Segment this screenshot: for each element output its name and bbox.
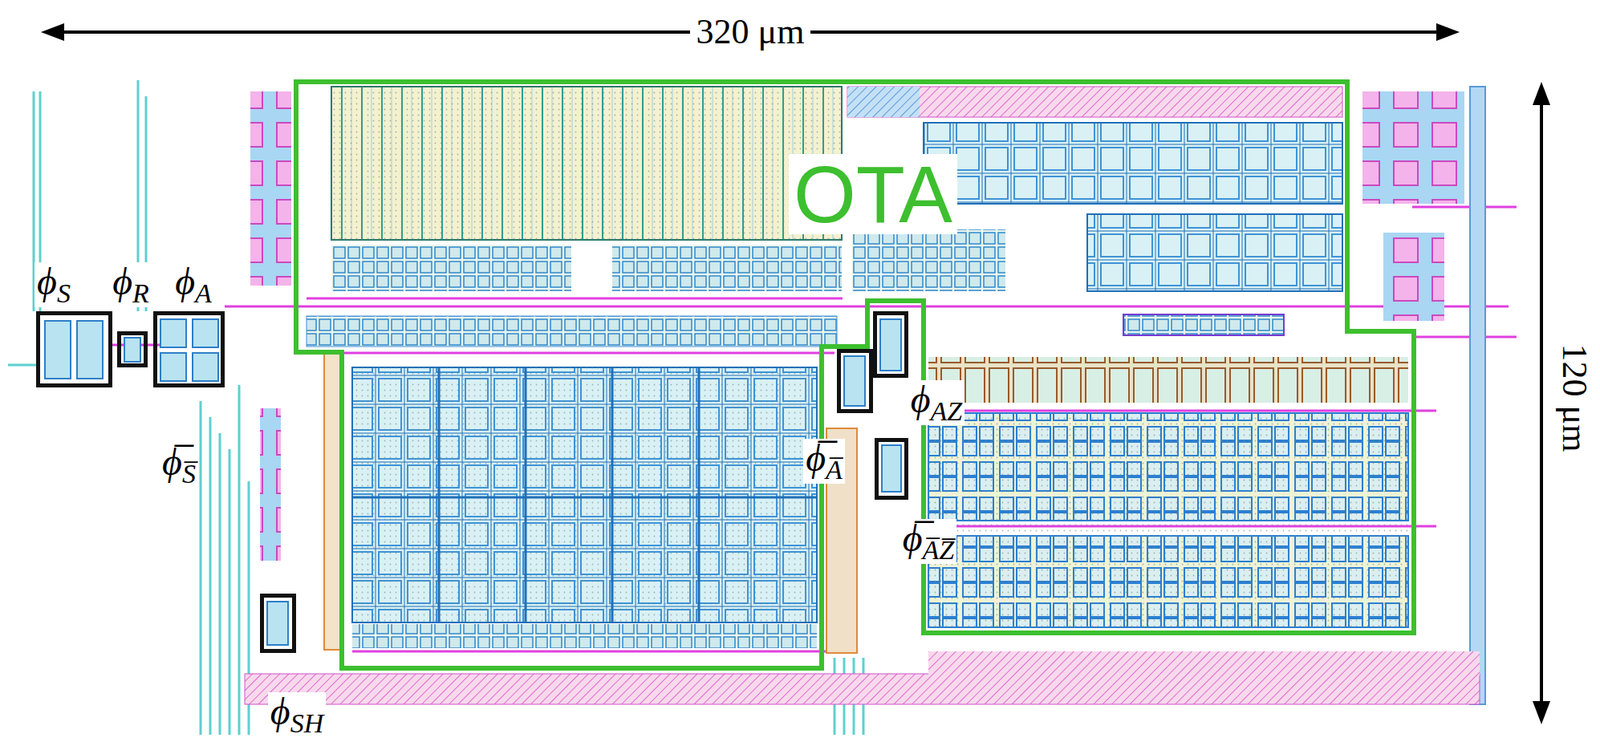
switch-label: ϕAZ	[908, 380, 966, 426]
dimension-label: 320 μm	[690, 14, 812, 50]
switch-box: ϕS	[36, 311, 113, 388]
switch-label: ϕR	[109, 262, 152, 308]
switch-box: ϕR	[117, 331, 148, 368]
switch-label: ϕA	[172, 262, 215, 308]
switch-label: ϕ̅A̅	[803, 438, 845, 484]
block-label: OTA	[788, 154, 958, 235]
switch-box: ϕAZ	[873, 311, 909, 378]
switch-box: ϕ̅A̅Z̅	[874, 438, 909, 500]
signal-label: ϕ̅S̅	[159, 442, 199, 488]
ota-region: OTAϕAZϕ̅A̅ϕ̅A̅Z̅	[296, 81, 1414, 669]
switch-box: ϕ̅A̅	[836, 349, 874, 414]
switch-label: ϕS	[34, 262, 74, 308]
switch-label: ϕSH	[268, 692, 326, 738]
region-outline-path	[296, 81, 1414, 669]
switch-box: ϕSH	[259, 593, 297, 654]
switch-label: ϕ̅A̅Z̅	[900, 519, 958, 565]
dimension-label: 120 μm	[1556, 337, 1592, 459]
switch-box: ϕA	[153, 311, 225, 388]
